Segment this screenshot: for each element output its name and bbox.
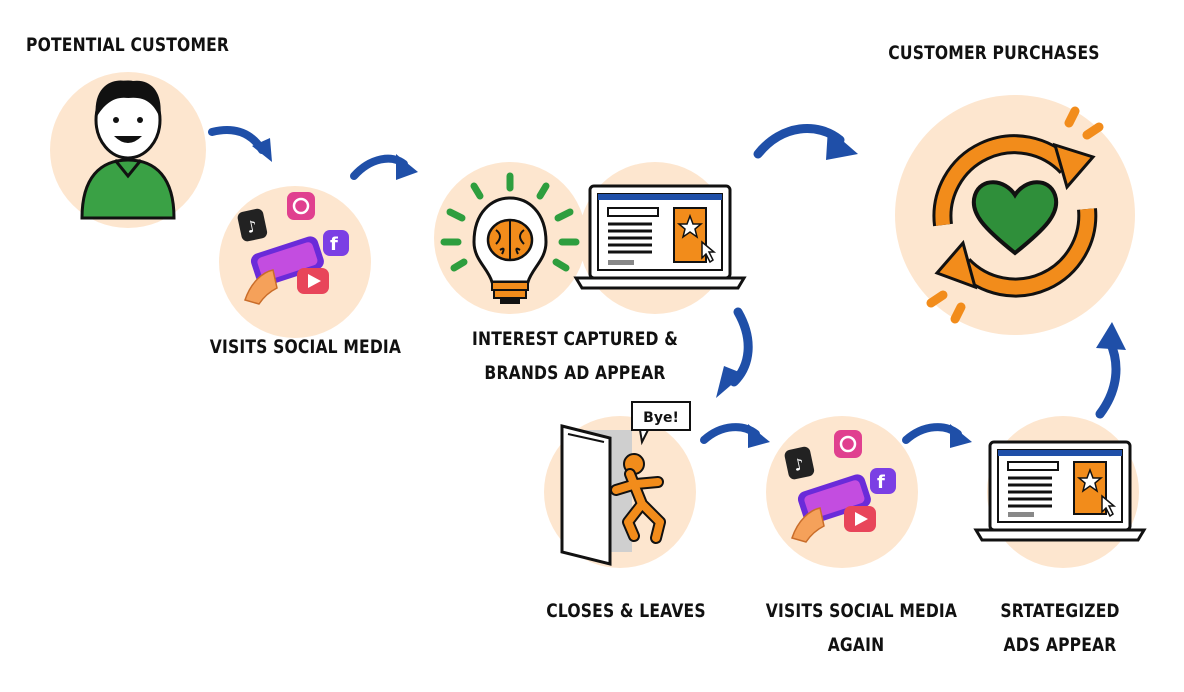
svg-text:♪: ♪: [792, 454, 806, 475]
svg-text:♪: ♪: [245, 216, 259, 237]
arrow-2: [350, 154, 418, 180]
label-interest-captured: INTEREST CAPTURED & BRANDS AD APPEAR: [472, 328, 678, 384]
arrow-7: [1095, 322, 1126, 419]
arrow-6: [902, 423, 972, 448]
social-media-phone-icon-2: ♪ f: [784, 430, 896, 543]
arrow-3: [753, 124, 858, 160]
label-visits-social-media-again: VISITS SOCIAL MEDIA AGAIN: [765, 600, 958, 656]
refresh-heart-icon: [926, 106, 1104, 324]
arrow-5: [700, 423, 770, 448]
arrow-4: [716, 307, 753, 398]
label-strategized-ads: SRTATEGIZED ADS APPEAR: [1000, 600, 1120, 656]
social-media-phone-icon: ♪ f: [237, 192, 349, 305]
label-closes-leaves: CLOSES & LEAVES: [546, 600, 706, 622]
laptop-ad-icon: [573, 184, 747, 290]
label-potential-customer: POTENTIAL CUSTOMER: [26, 34, 230, 56]
laptop-ad-icon-2: [973, 440, 1147, 542]
bye-speech-bubble: Bye!: [631, 401, 691, 446]
label-visits-social-media: VISITS SOCIAL MEDIA: [209, 336, 402, 358]
svg-text:f: f: [877, 472, 885, 493]
door-exit-icon: [560, 424, 666, 566]
svg-text:f: f: [330, 234, 338, 255]
lightbulb-brain-icon: [440, 172, 580, 304]
arrow-1: [208, 126, 272, 162]
person-icon: [80, 80, 176, 220]
label-customer-purchases: CUSTOMER PURCHASES: [888, 42, 1100, 64]
bye-text: Bye!: [643, 410, 679, 426]
